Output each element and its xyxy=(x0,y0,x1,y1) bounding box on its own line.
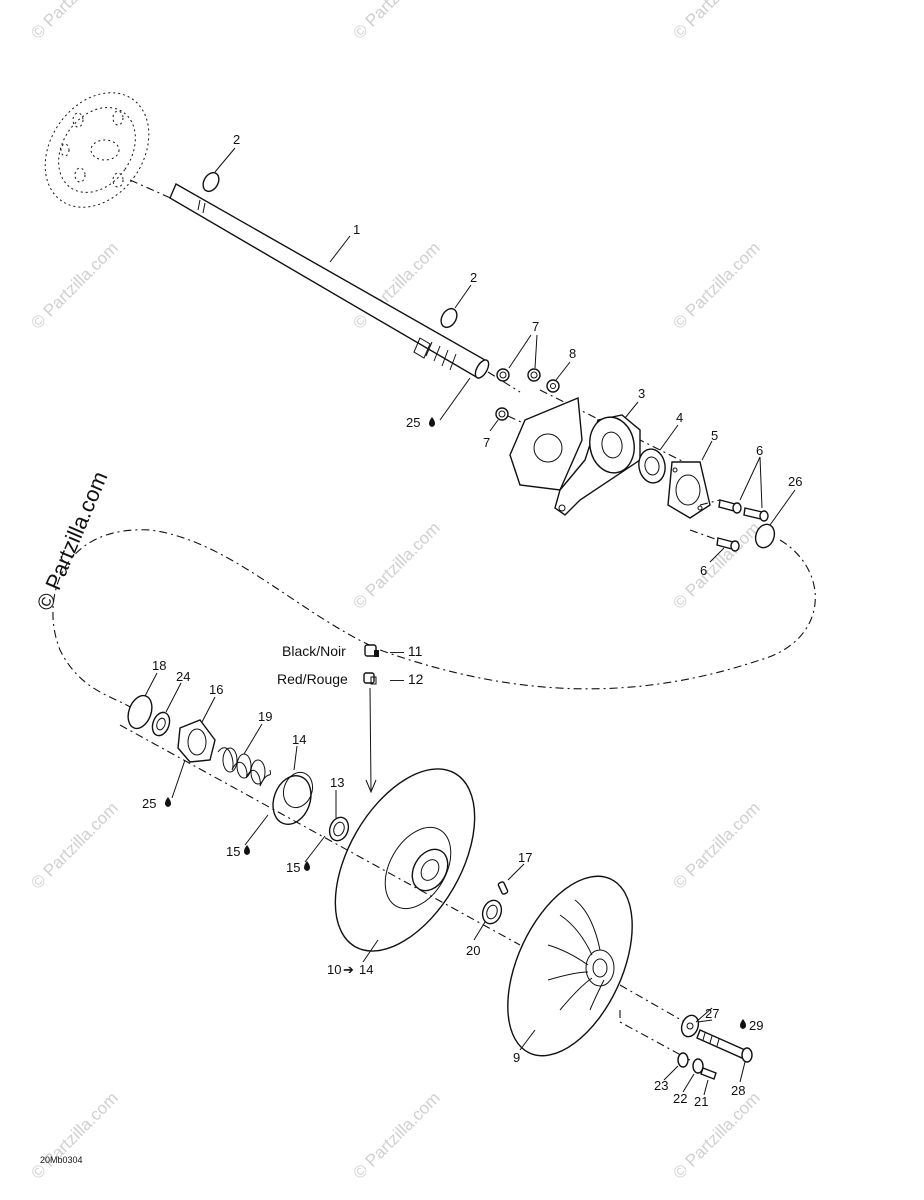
watermark: © Partzilla.com xyxy=(349,1088,443,1182)
callout-19: 19 xyxy=(258,709,272,724)
callout-22: 22 xyxy=(673,1091,687,1106)
legend-red-ref: — 12 xyxy=(390,671,424,687)
watermark: © Partzilla.com xyxy=(27,1088,121,1182)
drive-shaft xyxy=(169,183,490,380)
callout-15: 15 xyxy=(226,844,240,859)
callout-28: 28 xyxy=(731,1083,745,1098)
washer xyxy=(151,711,171,737)
callout-27: 27 xyxy=(705,1006,719,1021)
watermark: © Partzilla.com xyxy=(27,0,121,43)
callout-20: 20 xyxy=(466,943,480,958)
belt-path xyxy=(52,529,816,709)
leader-lines xyxy=(144,147,796,1096)
watermark: © Partzilla.com xyxy=(669,518,763,612)
o-ring xyxy=(440,307,458,329)
callout-6: 6 xyxy=(700,563,707,578)
nut xyxy=(496,368,510,382)
washer xyxy=(677,1052,689,1068)
callout-10: 10 xyxy=(327,962,341,977)
bolt xyxy=(696,1029,753,1063)
callout-3: 3 xyxy=(638,386,645,401)
oil-drop-icon xyxy=(740,1019,746,1029)
bolt xyxy=(718,499,742,514)
legend-black-label: Black/Noir xyxy=(282,643,346,659)
callout-7: 7 xyxy=(532,319,539,334)
legend-red-label: Red/Rouge xyxy=(277,671,348,687)
diagram-code: 20Mb0304 xyxy=(40,1155,83,1165)
callout-2: 2 xyxy=(233,132,240,147)
spring xyxy=(217,747,271,787)
callout-15: 15 xyxy=(286,860,300,875)
retaining-ring xyxy=(754,523,776,549)
callout-7: 7 xyxy=(483,435,490,450)
ring xyxy=(481,899,503,925)
lock-washer xyxy=(692,1058,704,1074)
oil-drop-icon xyxy=(165,797,171,807)
callout-1: 1 xyxy=(353,222,360,237)
watermark-layer: © Partzilla.com © Partzilla.com © Partzi… xyxy=(27,0,763,1183)
sleeve xyxy=(272,771,314,825)
callout-14: 14 xyxy=(292,732,306,747)
washer xyxy=(680,1014,700,1038)
callout-25: 25 xyxy=(142,796,156,811)
legend-black-ref: — 11 xyxy=(390,643,423,659)
nut xyxy=(527,368,541,382)
watermark: © Partzilla.com xyxy=(669,0,763,43)
callout-9: 9 xyxy=(513,1050,520,1065)
sliding-sheave xyxy=(334,768,476,952)
callout-17: 17 xyxy=(518,850,532,865)
side-brand: © Partzilla.com xyxy=(32,468,113,614)
bolt xyxy=(743,507,769,522)
callout-24: 24 xyxy=(176,669,190,684)
callout-labels: 1 2 2 3 4 5 6 6 7 7 8 25 26 Black/Noir —… xyxy=(142,132,802,1109)
brake-disc xyxy=(44,92,150,208)
callout-25: 25 xyxy=(406,415,420,430)
watermark: © Partzilla.com xyxy=(669,798,763,892)
callout-5: 5 xyxy=(711,428,718,443)
bearing xyxy=(638,448,666,484)
o-ring xyxy=(202,171,220,193)
oil-drop-icon xyxy=(304,861,310,871)
fixed-sheave xyxy=(507,875,633,1057)
red-screw-icon xyxy=(363,672,377,685)
oil-drop-icon xyxy=(244,845,250,855)
callout-29: 29 xyxy=(749,1018,763,1033)
watermark: © Partzilla.com xyxy=(27,798,121,892)
callout-10-range-end: 14 xyxy=(359,962,373,977)
cam xyxy=(177,719,216,763)
callout-21: 21 xyxy=(694,1094,708,1109)
callout-18: 18 xyxy=(152,658,166,673)
black-screw-icon xyxy=(364,644,379,657)
arrow-icon: ➔ xyxy=(343,962,354,977)
bushing xyxy=(328,816,350,842)
callout-23: 23 xyxy=(654,1078,668,1093)
bearing-flange xyxy=(667,461,711,519)
bearing-housing xyxy=(554,414,641,516)
callout-6: 6 xyxy=(756,443,763,458)
washer xyxy=(546,379,560,393)
watermark: © Partzilla.com xyxy=(27,238,121,332)
key xyxy=(497,881,509,895)
callout-13: 13 xyxy=(330,775,344,790)
callout-8: 8 xyxy=(569,346,576,361)
watermark: © Partzilla.com xyxy=(669,238,763,332)
circlip xyxy=(127,694,153,730)
screw xyxy=(700,1067,717,1080)
callout-26: 26 xyxy=(788,474,802,489)
callout-16: 16 xyxy=(209,682,223,697)
watermark: © Partzilla.com xyxy=(349,0,443,43)
callout-2: 2 xyxy=(470,270,477,285)
oil-drop-icon xyxy=(429,417,435,427)
watermark: © Partzilla.com xyxy=(349,518,443,612)
bolt xyxy=(716,537,740,552)
nut xyxy=(495,407,509,421)
callout-4: 4 xyxy=(676,410,683,425)
